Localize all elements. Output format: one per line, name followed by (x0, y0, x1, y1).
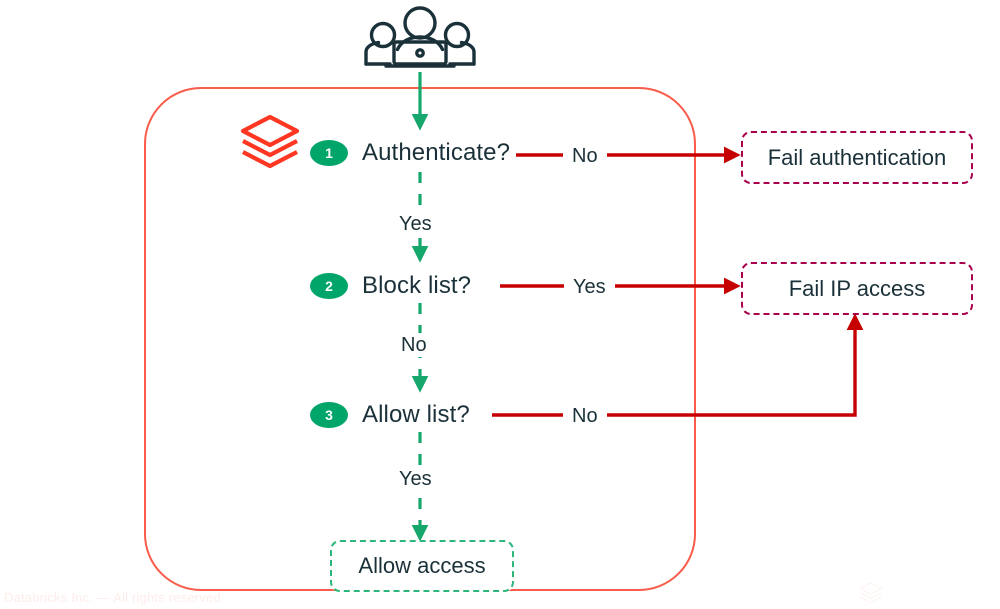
step-badge-1: 1 (310, 140, 348, 166)
step-label-2: Block list? (362, 272, 472, 299)
outcome-fail-ip-access[interactable]: Fail IP access (741, 262, 973, 315)
decision-step-3[interactable]: 3 Allow list? (310, 401, 470, 429)
edge-label-step3-yes: Yes (390, 467, 441, 491)
outcome-fail-ip-access-label: Fail IP access (788, 275, 926, 301)
outcome-fail-authentication[interactable]: Fail authentication (741, 131, 973, 184)
edge-label-branch-2: Yes (564, 275, 615, 299)
users-with-laptop-icon (364, 6, 476, 68)
arrow-step3-no-to-fail-ip-access (492, 313, 864, 417)
step-label-3: Allow list? (362, 401, 470, 428)
watermark-text: Databricks Inc. — All rights reserved (4, 590, 221, 605)
outcome-fail-authentication-label: Fail authentication (767, 144, 947, 170)
decision-step-2[interactable]: 2 Block list? (310, 272, 471, 300)
edge-label-step1-yes: Yes (390, 212, 441, 236)
step-badge-3: 3 (310, 402, 348, 428)
step-badge-2: 2 (310, 273, 348, 299)
step-label-1: Authenticate? (362, 139, 511, 166)
decision-step-1[interactable]: 1 Authenticate? (310, 139, 510, 167)
edge-label-branch-1: No (563, 144, 607, 168)
edge-label-branch-3: No (563, 404, 607, 428)
outcome-allow-access[interactable]: Allow access (330, 540, 514, 592)
databricks-layers-icon (240, 114, 300, 169)
outcome-allow-access-label: Allow access (358, 553, 486, 578)
edge-label-step2-no: No (392, 333, 436, 357)
watermark-logo-icon (859, 582, 882, 603)
